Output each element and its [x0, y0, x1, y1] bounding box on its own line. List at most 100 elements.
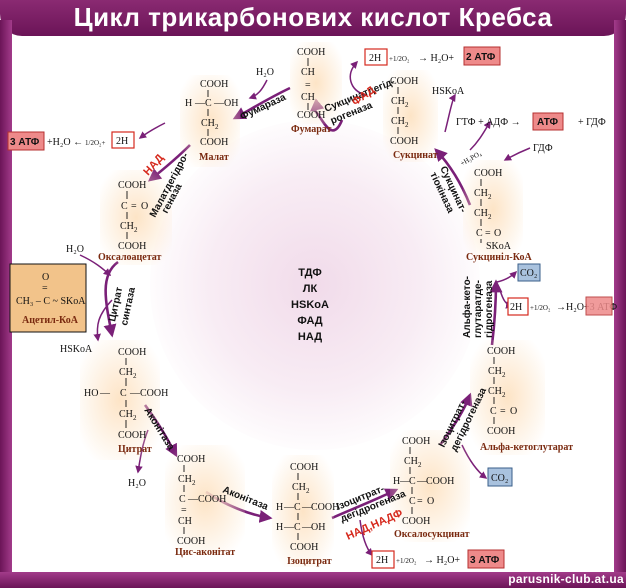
citrate-ho: HO	[84, 388, 98, 399]
frame-bottom	[0, 572, 626, 588]
arrow-gtf	[469, 120, 491, 151]
citrate-ch2-1-sub: 2	[133, 372, 137, 380]
akg-cooh-bottom: COOH	[487, 426, 515, 437]
page-title: Цикл трикарбонових кислот Кребса	[73, 2, 553, 32]
footer-site: parusnik-club.at.ua	[508, 572, 624, 586]
malate-bond-2: —	[213, 98, 225, 109]
acetyl-dbl: =	[42, 283, 48, 294]
arrow-nad-2h	[138, 122, 166, 139]
succinylcoa-ch2-2: CH	[474, 208, 488, 219]
reagent-gdf: ГДФ	[533, 143, 553, 154]
oxaloacetate-label: Оксалоацетат	[98, 252, 162, 263]
akg-ch2-2-sub: 2	[502, 391, 506, 399]
molecule-acetyl-coa: O = CH₃ – C ~ SKoA Ацетил-КоА	[9, 263, 87, 333]
molecule-succinate: COOH CH 2 CH 2 COOH Сукцинат	[383, 70, 438, 162]
reagent-hskoa-bottom: HSKoA	[60, 344, 93, 355]
cisaconitate-cooh-bottom: COOH	[177, 536, 205, 547]
succinate-label: Сукцинат	[393, 150, 438, 161]
akg-cooh-top: COOH	[487, 346, 515, 357]
citrate-cooh-bottom: COOH	[118, 430, 146, 441]
left-half-o2: 1/2O₂+	[85, 139, 105, 147]
oxaloacetate-c: C	[121, 201, 128, 212]
molecule-succinyl-coa: COOH CH 2 CH 2 C = O SKoA Сукциніл-КоА	[463, 160, 532, 263]
akg-dbl: =	[500, 406, 506, 417]
cisaconitate-label: Цис-аконітат	[175, 547, 235, 558]
isocitrate-ch2: CH	[292, 482, 306, 493]
oxaloacetate-cooh-top: COOH	[118, 180, 146, 191]
left-3atp: 3 АТФ	[10, 137, 40, 148]
akg-ch2-1-sub: 2	[502, 371, 506, 379]
malate-c: C	[205, 98, 212, 109]
isocitrate-ch2-sub: 2	[306, 487, 310, 495]
energy-top: 2H +1/2O₂ → H₂O+ 2 АТФ	[364, 46, 501, 66]
arrow-oxaloacetate-citrate	[103, 260, 119, 338]
oxaloacetate-o: O	[141, 201, 148, 212]
cofactor-nad: НАД	[298, 331, 322, 343]
left-water-plus: +H₂O ←	[47, 137, 83, 148]
citrate-ch2-1: CH	[119, 367, 133, 378]
fumarate-ch-1: CH	[301, 67, 315, 78]
oxaloacetate-dbl: =	[131, 201, 137, 212]
acetyl-coa-label: Ацетил-КоА	[22, 315, 79, 326]
reagent-h2o-aconitase: H₂O	[128, 478, 146, 489]
acetyl-o: O	[42, 272, 49, 283]
cisaconitate-ch2-sub: 2	[192, 479, 196, 487]
oxalosuccinate-o: O	[427, 496, 434, 507]
oxalosuccinate-h: H	[393, 476, 400, 487]
isocitrate-oh: OH	[311, 522, 325, 533]
cisaconitate-dbl: =	[181, 505, 187, 516]
gtf-atp: АТФ	[537, 117, 558, 128]
right-co2: CO₂	[520, 268, 537, 279]
arrow-gdf	[503, 147, 531, 161]
reagent-hskoa-top: HSKoA	[432, 86, 465, 97]
isocitrate-bond-2: —	[301, 502, 313, 513]
isocitrate-h-2: H	[276, 522, 283, 533]
citrate-bond-2: —	[129, 388, 141, 399]
malate-label: Малат	[199, 152, 229, 163]
citrate-cooh-side: COOH	[140, 388, 168, 399]
malate-h: H	[185, 98, 192, 109]
succinylcoa-skoa: SKoA	[486, 241, 512, 252]
top-2atp: 2 АТФ	[466, 52, 496, 63]
reagent-gtp-adp: ГТФ + АДФ →	[456, 117, 521, 128]
cofactor-lk: ЛК	[303, 283, 318, 295]
molecule-oxaloacetate: COOH C = O CH 2 COOH Оксалоацетат	[98, 170, 172, 265]
isocitrate-bond-3: —	[283, 522, 295, 533]
cisaconitate-cooh-top: COOH	[177, 454, 205, 465]
energy-left: 3 АТФ +H₂O ← 1/2O₂+ 2H	[7, 131, 135, 151]
top-half-o2: +1/2O₂	[389, 55, 410, 63]
cofactor-fad: ФАД	[297, 315, 322, 327]
succinylcoa-label: Сукциніл-КоА	[466, 252, 532, 263]
malate-oh: OH	[224, 98, 238, 109]
cisaconitate-cooh-side: COOH	[198, 494, 226, 505]
fumarate-ch-2: CH	[301, 92, 315, 103]
arrow-fad-2h	[349, 60, 366, 96]
right-half-o2: +1/2O₂	[530, 304, 551, 312]
oxalosuccinate-c-2: C	[409, 496, 416, 507]
fumarate-label: Фумарат	[291, 124, 332, 135]
citrate-cooh-top: COOH	[118, 347, 146, 358]
isocitrate-cooh-bottom: COOH	[290, 542, 318, 553]
oxalosuccinate-bond-2: —	[416, 476, 428, 487]
oxalosuccinate-cooh-top: COOH	[402, 436, 430, 447]
malate-ch2: CH	[201, 118, 215, 129]
energy-right: CO₂ 2H +1/2O₂ →H₂O+3 АТФ	[507, 263, 617, 316]
molecule-malate: COOH H — C — OH CH 2 COOH Малат	[180, 75, 240, 167]
right-2h: 2H	[510, 302, 522, 313]
citrate-bond-1: —	[99, 388, 111, 399]
akg-c: C	[490, 406, 497, 417]
arrow-hskoa-top	[444, 93, 456, 133]
succinylcoa-cooh: COOH	[474, 168, 502, 179]
succinate-cooh-top: COOH	[390, 76, 418, 87]
bottom-co2: CO₂	[491, 473, 508, 484]
succinylcoa-ch2-1-sub: 2	[488, 193, 492, 201]
frame-right	[614, 20, 626, 588]
cofactor-hskoa: HSKoA	[291, 299, 329, 311]
arrow-hskoa	[93, 299, 113, 342]
isocitrate-cooh-side: COOH	[311, 502, 339, 513]
fumarate-cooh-bottom: COOH	[297, 110, 325, 121]
bottom-to-water: → H₂O+	[424, 555, 460, 566]
acetyl-formula: CH₃ – C ~ SKoA	[16, 296, 86, 307]
side-reagents: H₂O H₂O HSKoA H₂O HSKoA ГТФ + АДФ → + ГД…	[60, 67, 606, 489]
